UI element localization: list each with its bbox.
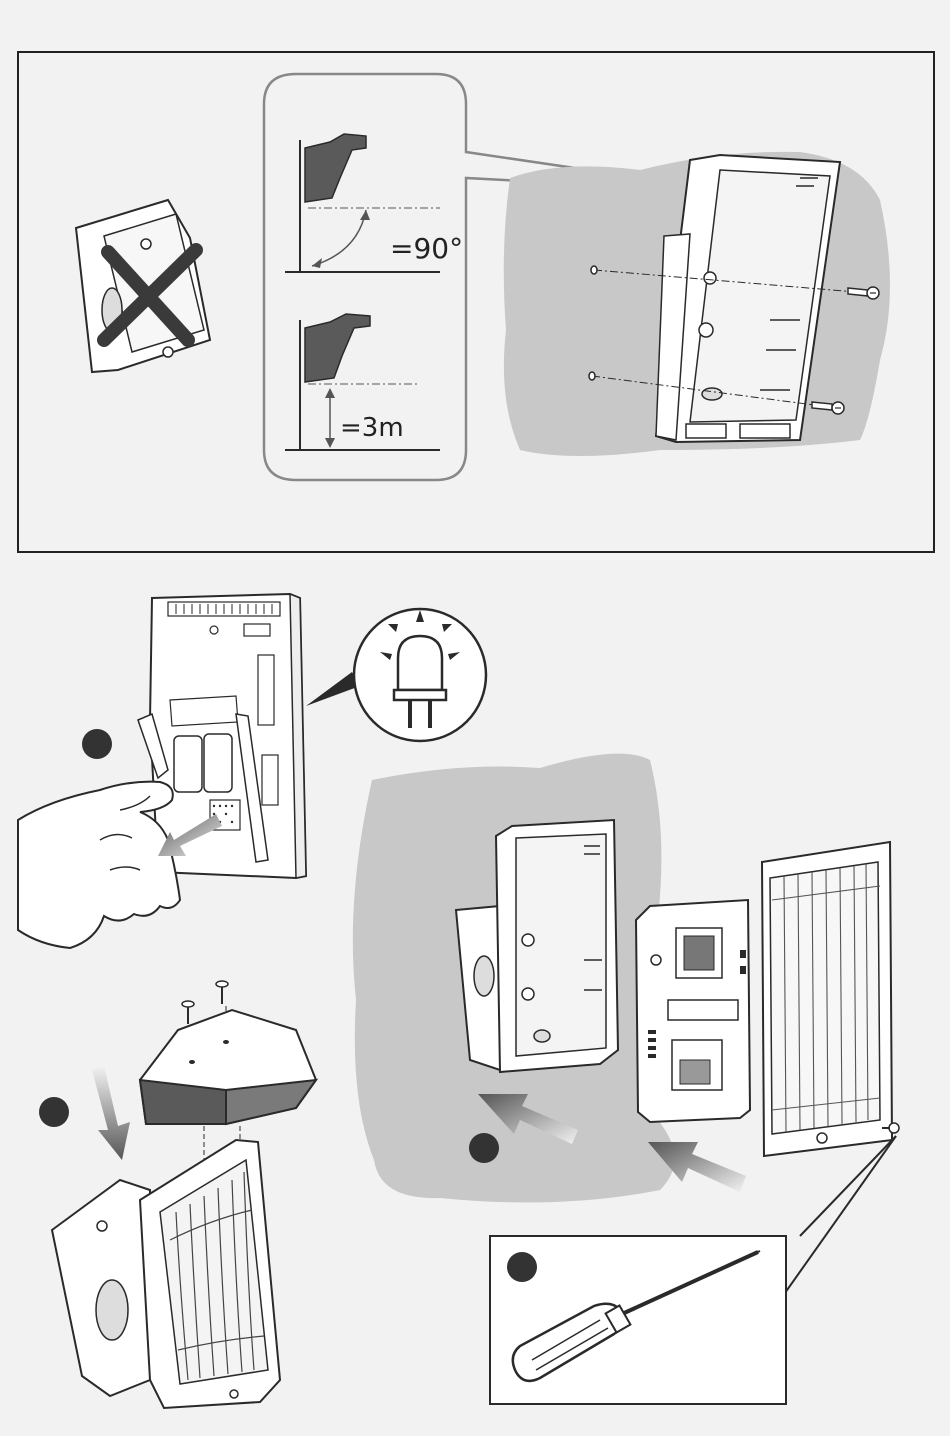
assembly-step [353,754,899,1203]
step-marker-d [507,1252,537,1282]
screw-icon [216,981,228,1004]
height-label: =3m [340,413,404,443]
led-icon [354,609,486,741]
cover-step [39,981,316,1408]
mounting-panel: =90° =3m [18,52,934,552]
angle-label: =90° [390,232,463,265]
screw-icon [182,1001,194,1024]
step-marker-b [39,1097,69,1127]
hand-illustration [18,782,180,948]
step-marker-a [82,729,112,759]
step-marker-c [469,1133,499,1163]
down-arrow [92,1066,130,1160]
